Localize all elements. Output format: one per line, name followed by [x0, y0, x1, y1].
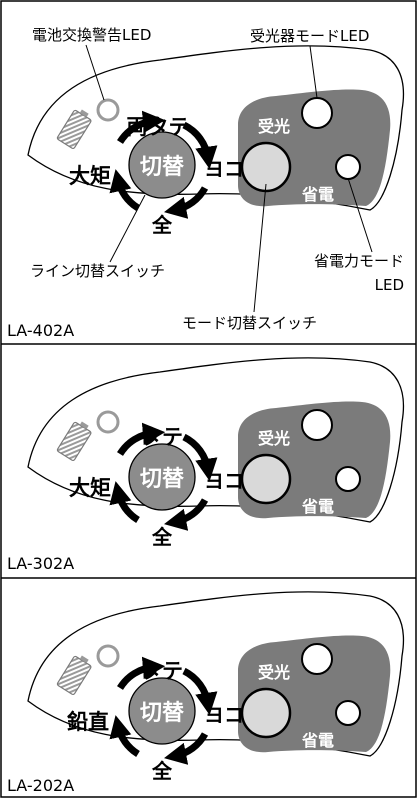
callout-power-save-led-line2: LED [375, 276, 404, 294]
receiver-label: 受光 [258, 117, 290, 136]
bottom-label: 全 [151, 759, 173, 783]
right-label: ヨコ [204, 157, 244, 181]
top-label: タテ [141, 659, 183, 683]
model-label: LA-402A [7, 321, 74, 340]
power-save-label: 省電 [301, 731, 334, 750]
callout-power-save-led-line1: 省電力モード [314, 252, 404, 270]
callout-line-switch: ライン切替スイッチ [30, 262, 165, 280]
left-label: 鉛直 [67, 710, 109, 734]
knob-label: 切替 [140, 701, 184, 726]
knob-label: 切替 [140, 467, 184, 492]
left-label: 大矩 [69, 164, 111, 188]
power-save-label: 省電 [301, 497, 334, 516]
callout-mode-switch: モード切替スイッチ [182, 314, 317, 332]
receiver-label: 受光 [258, 429, 290, 448]
panel-la-402a: 両タテ 大矩 ヨコ 全 切替 受光 省電 電池交換警告LED 受光器モードLED… [7, 26, 404, 340]
bottom-label: 全 [151, 213, 173, 237]
bottom-label: 全 [151, 525, 173, 549]
callout-receiver-mode-led: 受光器モードLED [250, 27, 369, 45]
receiver-label: 受光 [258, 663, 290, 682]
power-save-label: 省電 [301, 185, 334, 204]
panel-la-302a: タテ 大矩 ヨコ 全 切替 受光 省電 LA-302A [7, 358, 403, 573]
top-label: タテ [141, 425, 183, 449]
callout-battery-warning-led: 電池交換警告LED [32, 26, 151, 44]
left-label: 大矩 [69, 476, 111, 500]
knob-label: 切替 [140, 155, 184, 180]
top-label: 両タテ [127, 115, 190, 139]
panel-la-202a: タテ 鉛直 ヨコ 全 切替 受光 省電 LA-202A [7, 592, 403, 795]
right-label: ヨコ [204, 469, 244, 493]
model-label: LA-302A [7, 554, 74, 573]
model-label: LA-202A [7, 776, 74, 795]
right-label: ヨコ [204, 703, 244, 727]
